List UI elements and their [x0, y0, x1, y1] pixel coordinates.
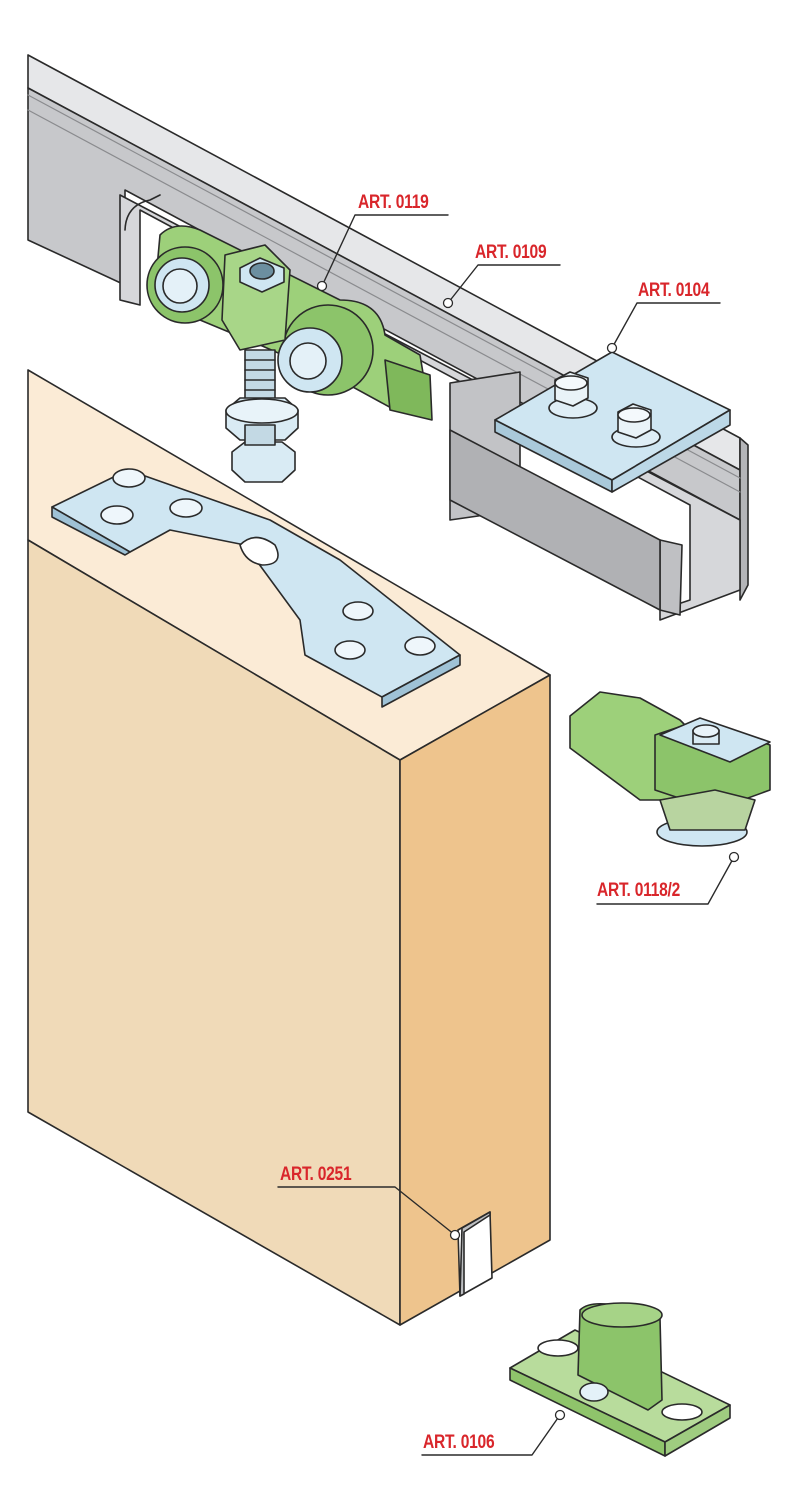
door-top-plate: [51, 468, 461, 708]
label-art-0109: ART. 0109: [475, 242, 547, 263]
label-art-0106: ART. 0106: [423, 1432, 495, 1453]
label-art-0251: ART. 0251: [280, 1164, 352, 1185]
roller-carriage: [146, 225, 433, 483]
mounting-bracket: [449, 351, 731, 611]
leader-lines: [277, 214, 735, 1456]
stopper-part: [569, 691, 771, 847]
label-art-0119: ART. 0119: [358, 192, 429, 213]
leader-dots: [316, 280, 740, 1421]
label-art-0118-2: ART. 0118/2: [597, 880, 681, 901]
label-art-0104: ART. 0104: [638, 280, 710, 301]
floor-guide: [509, 1302, 731, 1457]
